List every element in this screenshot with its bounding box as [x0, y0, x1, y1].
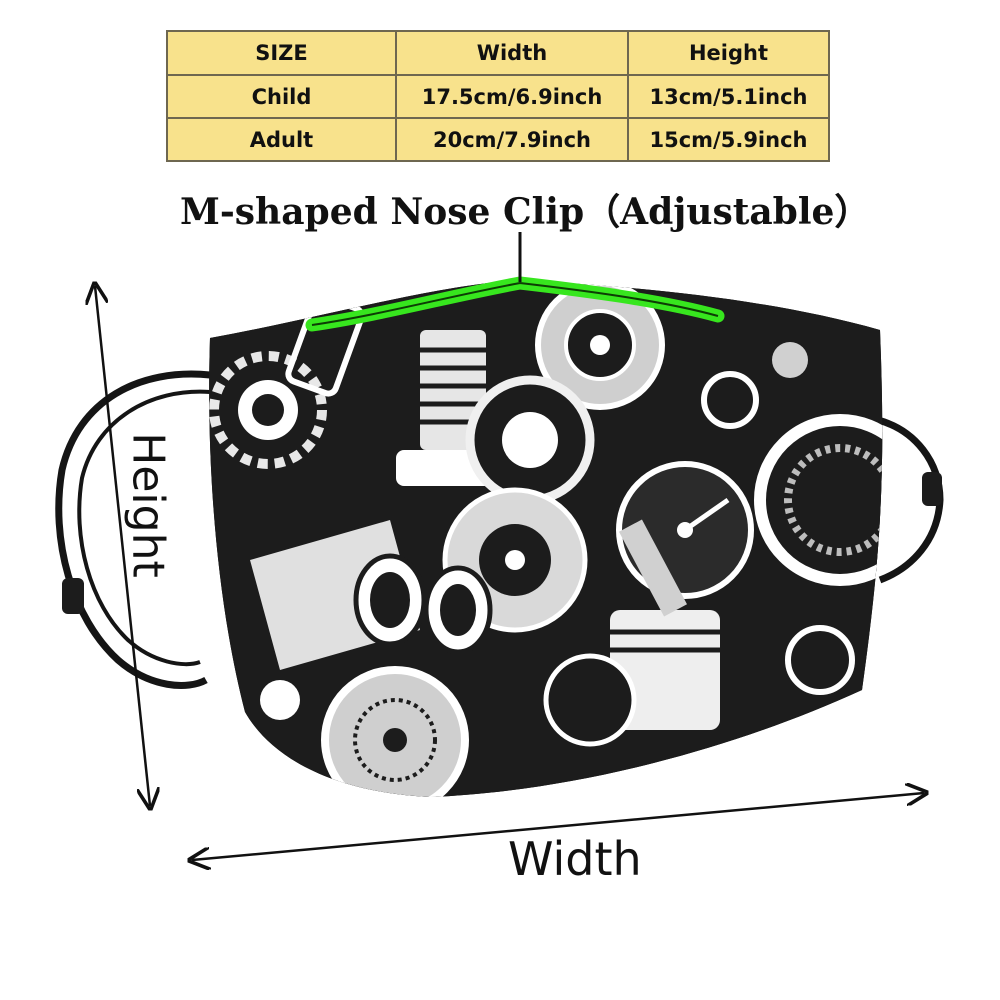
row-adult-height: 15cm/5.9inch: [627, 117, 830, 162]
header-size: SIZE: [166, 30, 397, 76]
height-label: Height: [122, 432, 174, 578]
gear-icon: [209, 351, 327, 469]
row-adult-width: 20cm/7.9inch: [395, 117, 629, 162]
height-arrow: [95, 286, 150, 806]
engine-parts-pattern: [209, 280, 883, 797]
row-adult-size: Adult: [166, 117, 397, 162]
header-height: Height: [627, 30, 830, 76]
row-child-height: 13cm/5.1inch: [627, 74, 830, 119]
row-child-width: 17.5cm/6.9inch: [395, 74, 629, 119]
piston-icon: [610, 519, 720, 730]
size-table-row-child: Child 17.5cm/6.9inch 13cm/5.1inch: [166, 74, 830, 119]
width-arrow: [192, 793, 924, 860]
right-strap-adjuster: [922, 472, 942, 506]
size-table-row-adult: Adult 20cm/7.9inch 15cm/5.9inch: [166, 117, 830, 162]
exhaust-pipes-icon: [250, 520, 493, 670]
header-width: Width: [395, 30, 629, 76]
size-table: SIZE Width Height Child 17.5cm/6.9inch 1…: [166, 30, 830, 162]
width-label: Width: [508, 832, 642, 886]
size-table-header-row: SIZE Width Height: [166, 30, 830, 76]
row-child-size: Child: [166, 74, 397, 119]
left-strap-adjuster: [62, 578, 84, 614]
nose-clip-label: M-shaped Nose Clip（Adjustable）: [180, 191, 871, 233]
